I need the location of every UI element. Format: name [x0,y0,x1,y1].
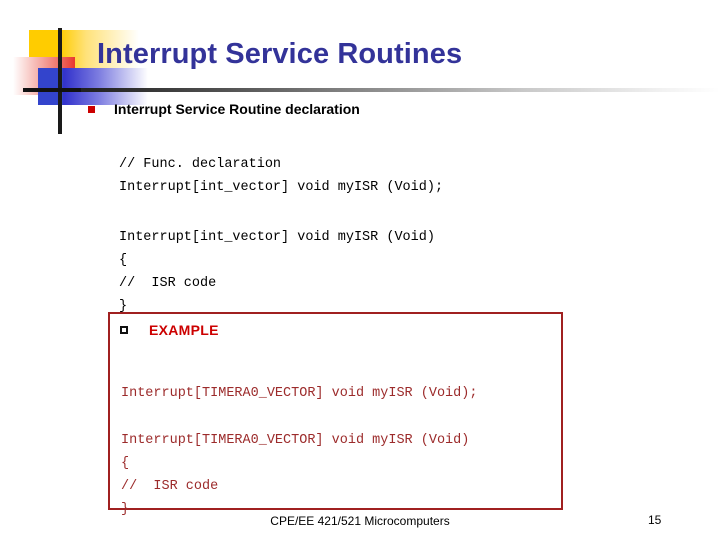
vertical-rule [58,28,62,134]
square-bullet-icon [88,105,95,113]
definition-snippet: Interrupt[int_vector] void myISR (Void) … [119,229,435,314]
horizontal-rule [23,88,720,92]
page-title: Interrupt Service Routines [97,38,463,70]
horizontal-rule-cap [23,88,81,92]
example-definition-snippet: Interrupt[TIMERA0_VECTOR] void myISR (Vo… [121,432,470,517]
bullet-row: Interrupt Service Routine declaration [88,101,360,117]
example-declaration-snippet: Interrupt[TIMERA0_VECTOR] void myISR (Vo… [121,385,478,401]
example-header: EXAMPLE [120,322,219,338]
blue-gradient-block [38,68,148,105]
declaration-snippet: // Func. declaration Interrupt[int_vecto… [119,156,444,195]
example-box: EXAMPLE Interrupt[TIMERA0_VECTOR] void m… [108,312,563,517]
bullet-label: Interrupt Service Routine declaration [114,101,360,117]
blue-solid-block [38,68,63,105]
hollow-square-bullet-icon [120,326,128,334]
yellow-solid-block [29,30,60,68]
example-label: EXAMPLE [149,322,219,338]
footer-text: CPE/EE 421/521 Microcomputers [270,514,450,528]
page-number: 15 [648,513,662,527]
